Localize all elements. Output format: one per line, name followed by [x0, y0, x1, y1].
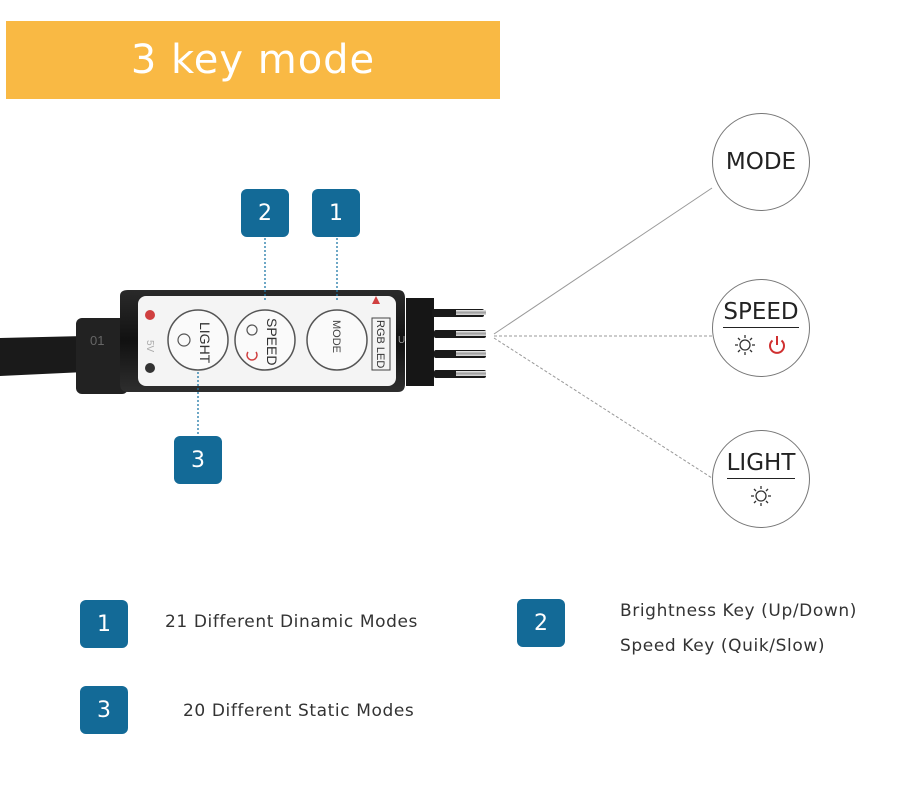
leader-light — [493, 337, 713, 479]
label-5v: 5V — [144, 340, 155, 353]
speed-button: SPEED — [234, 309, 296, 371]
power-icon — [769, 335, 785, 354]
label-rgb-led: RGB LED — [374, 320, 386, 368]
strain-relief — [76, 318, 128, 394]
pin-header — [406, 298, 434, 386]
legend-text-3: 20 Different Static Modes — [183, 701, 415, 721]
legend-badge-2: 2 — [517, 599, 565, 647]
leader-mode — [493, 187, 713, 335]
callout-mode-label: MODE — [725, 148, 797, 175]
badge-light: 3 — [174, 436, 222, 484]
sun-icon — [735, 334, 755, 355]
badge-mode: 1 — [312, 189, 360, 237]
mode-button: MODE — [306, 309, 368, 371]
svg-text:LIGHT: LIGHT — [197, 322, 213, 364]
light-button: LIGHT — [167, 309, 229, 371]
warning-triangle — [372, 296, 380, 304]
callout-speed: SPEED — [712, 279, 810, 377]
legend-text-2a: Brightness Key (Up/Down) — [620, 601, 857, 621]
sun-icon — [751, 485, 771, 506]
callout-light-label: LIGHT — [726, 451, 796, 479]
callout-mode: MODE — [712, 113, 810, 211]
legend-badge-1: 1 — [80, 600, 128, 648]
svg-text:SPEED: SPEED — [264, 318, 280, 365]
legend-badge-3: 3 — [80, 686, 128, 734]
callout-speed-label: SPEED — [723, 300, 799, 328]
legend-text-2b: Speed Key (Quik/Slow) — [620, 636, 826, 656]
label-us: US — [398, 335, 412, 346]
label-01: 01 — [90, 333, 104, 348]
banner-title: 3 key mode — [130, 37, 376, 83]
badge-speed: 2 — [241, 189, 289, 237]
svg-text:MODE: MODE — [330, 320, 342, 353]
minus-marker — [145, 363, 155, 373]
title-banner: 3 key mode — [6, 21, 500, 99]
legend-text-1: 21 Different Dinamic Modes — [165, 612, 419, 632]
rgb-led-box — [371, 317, 391, 371]
plus-marker — [145, 310, 155, 320]
cable — [0, 336, 85, 376]
pins — [432, 309, 486, 378]
callout-light: LIGHT — [712, 430, 810, 528]
